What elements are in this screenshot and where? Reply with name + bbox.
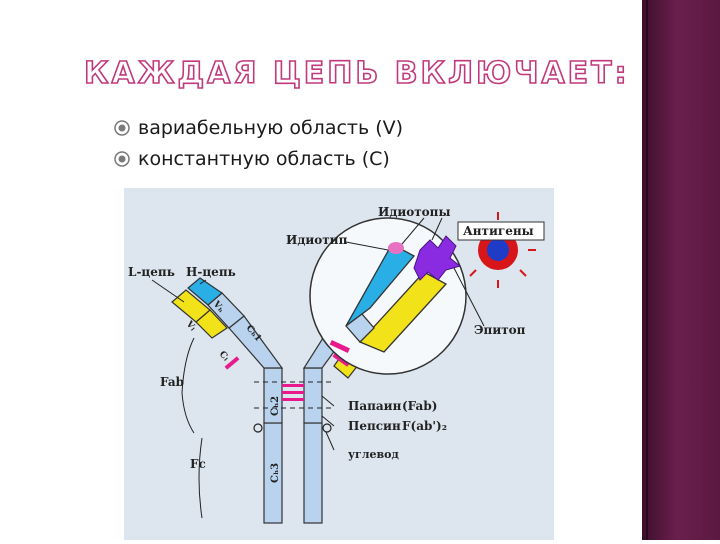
- hinge-disulfide-3: [282, 398, 304, 401]
- idiotopes-label: Идиотопы: [378, 205, 451, 219]
- left-heavy-vh: [187, 277, 223, 306]
- decorative-sidebar: [642, 0, 720, 540]
- hinge-disulfide-2: [282, 391, 304, 394]
- target-bullet-icon: [112, 149, 132, 169]
- bullet-item: константную область (С): [112, 143, 403, 174]
- bullet-text: константную область (С): [138, 147, 390, 170]
- antigen: Антигены: [457, 212, 545, 288]
- antigens-label-box: [457, 221, 545, 241]
- bullet-item: вариабельную область (V): [112, 112, 403, 143]
- carbohydrate-right: [322, 423, 332, 433]
- target-bullet-icon: [112, 118, 132, 138]
- h-chain-label: Н-цепь: [186, 265, 236, 279]
- ch3-label: Cₕ3: [270, 463, 281, 483]
- bullet-text: вариабельную область (V): [138, 116, 404, 139]
- bullet-list: вариабельную область (V) константную обл…: [112, 112, 403, 174]
- right-arm-disulfide: [332, 353, 350, 367]
- papain-label: Папаин: [348, 399, 402, 413]
- left-light-vl: [171, 289, 211, 323]
- pepsin-label: Пепсин: [348, 419, 401, 433]
- pointer-lines: [151, 217, 485, 519]
- carbohydrate-left: [253, 423, 263, 433]
- fab-label: Fab: [160, 375, 184, 389]
- left-arm: Vₕ Cₕ1 Vₗ Cₗ: [171, 277, 284, 370]
- idiotope-pink: [388, 242, 404, 254]
- zoom-light-chain: [358, 271, 448, 353]
- heavy-chain-ch3-right: [303, 422, 323, 524]
- fc-label: Fc: [190, 457, 206, 471]
- zoom-heavy-constant: [345, 313, 375, 343]
- sidebar-divider: [646, 0, 648, 540]
- zoom-circle: [309, 217, 467, 375]
- antigens-label: Антигены: [463, 224, 534, 238]
- l-chain-label: L-цепь: [128, 265, 175, 279]
- slide-title: КАЖДАЯ ЦЕПЬ ВКЛЮЧАЕТ:: [83, 55, 630, 92]
- papain-fragment-label: (Fab): [402, 399, 437, 413]
- cl-label: Cₗ: [217, 350, 231, 364]
- hinge-disulfide-1: [282, 384, 304, 387]
- antibody-svg: Cₕ3 Cₕ2 Vₕ Cₕ1 Vₗ Cₗ: [128, 205, 545, 524]
- idiotype-label: Идиотип: [286, 233, 348, 247]
- heavy-chain-ch2-right: [303, 367, 323, 424]
- left-arm-disulfide: [224, 356, 240, 370]
- epitope-label: Эпитоп: [474, 323, 526, 337]
- pepsin-fragment-label: F(ab')₂: [402, 419, 447, 433]
- cleavage-lines: [254, 381, 334, 409]
- antibody-diagram: Cₕ3 Cₕ2 Vₕ Cₕ1 Vₗ Cₗ: [124, 188, 554, 540]
- carbohydrate-label: углевод: [348, 448, 399, 461]
- ch2-label: Cₕ2: [270, 396, 281, 416]
- zoom-disulfide: [329, 339, 350, 353]
- idiotope-purple: [413, 235, 462, 281]
